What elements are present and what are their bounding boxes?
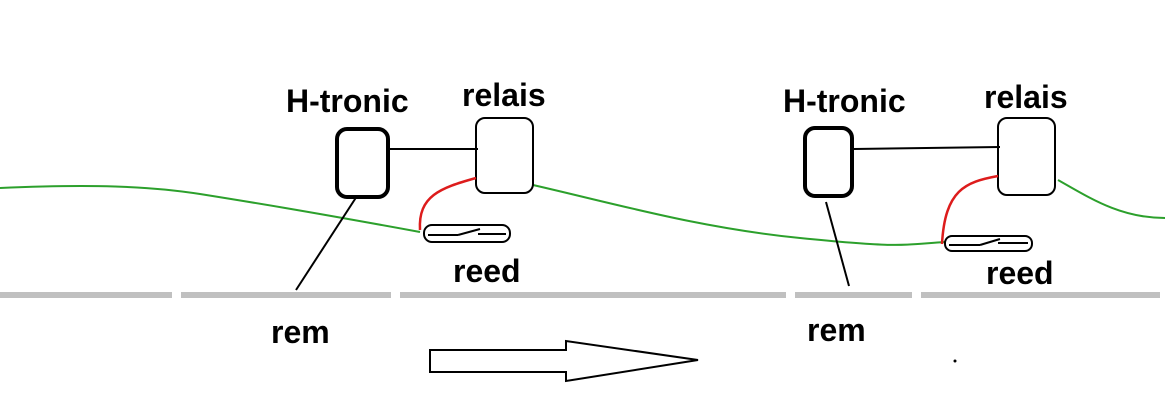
reed-label-left: reed [453,253,521,289]
rem-label-right: rem [807,312,866,348]
htronic-label-left: H-tronic [286,83,409,119]
dot-mark [953,359,957,363]
relais-module-left [475,117,534,194]
relais-module-right [997,117,1056,196]
htronic-label-right: H-tronic [783,83,906,119]
red-wire-right [940,174,999,245]
reed-switch-icon [423,224,511,243]
rem-pointer-left [295,195,358,291]
relais-label-left: relais [462,77,546,113]
green-wire [0,179,1165,246]
reed-label-right: reed [986,255,1054,291]
htronic-module-right [803,126,854,198]
direction-arrow-icon [429,339,699,383]
rem-label-left: rem [271,314,330,350]
htronic-module-left [335,127,390,199]
relais-label-right: relais [984,79,1068,115]
rem-pointer-right [825,201,850,287]
reed-switch-icon [944,235,1033,252]
red-wire-left [418,176,477,231]
connection-wire-right [853,146,1001,150]
